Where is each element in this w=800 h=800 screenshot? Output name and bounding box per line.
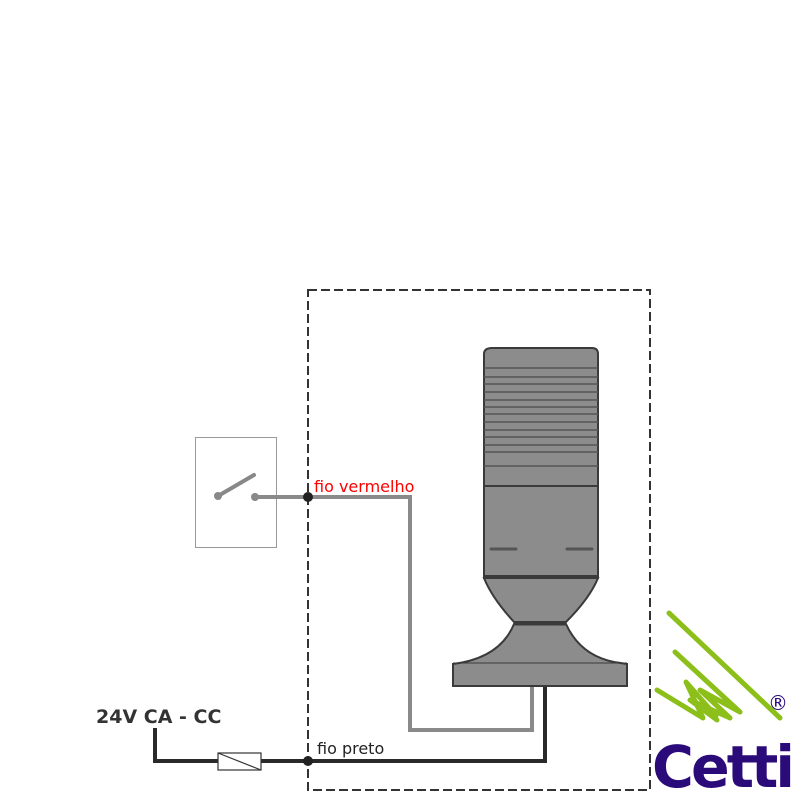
red-wire bbox=[255, 495, 534, 732]
junction-dot bbox=[303, 756, 313, 766]
logo-registered-mark: ® bbox=[768, 691, 788, 715]
signal-tower-light bbox=[452, 347, 628, 687]
black-wire bbox=[153, 686, 547, 763]
supply-voltage-label: 24V CA - CC bbox=[96, 706, 221, 728]
red-wire-label: fio vermelho bbox=[314, 477, 414, 496]
logo-text: Cetti bbox=[652, 733, 792, 800]
black-wire-label: fio preto bbox=[317, 739, 384, 758]
cetti-logo: ® Cetti bbox=[652, 610, 795, 800]
device-enclosure-boundary bbox=[307, 289, 651, 791]
logo-mark-icon bbox=[654, 610, 783, 723]
fuse bbox=[217, 752, 262, 771]
switch bbox=[195, 437, 277, 548]
junction-dot bbox=[303, 492, 313, 502]
